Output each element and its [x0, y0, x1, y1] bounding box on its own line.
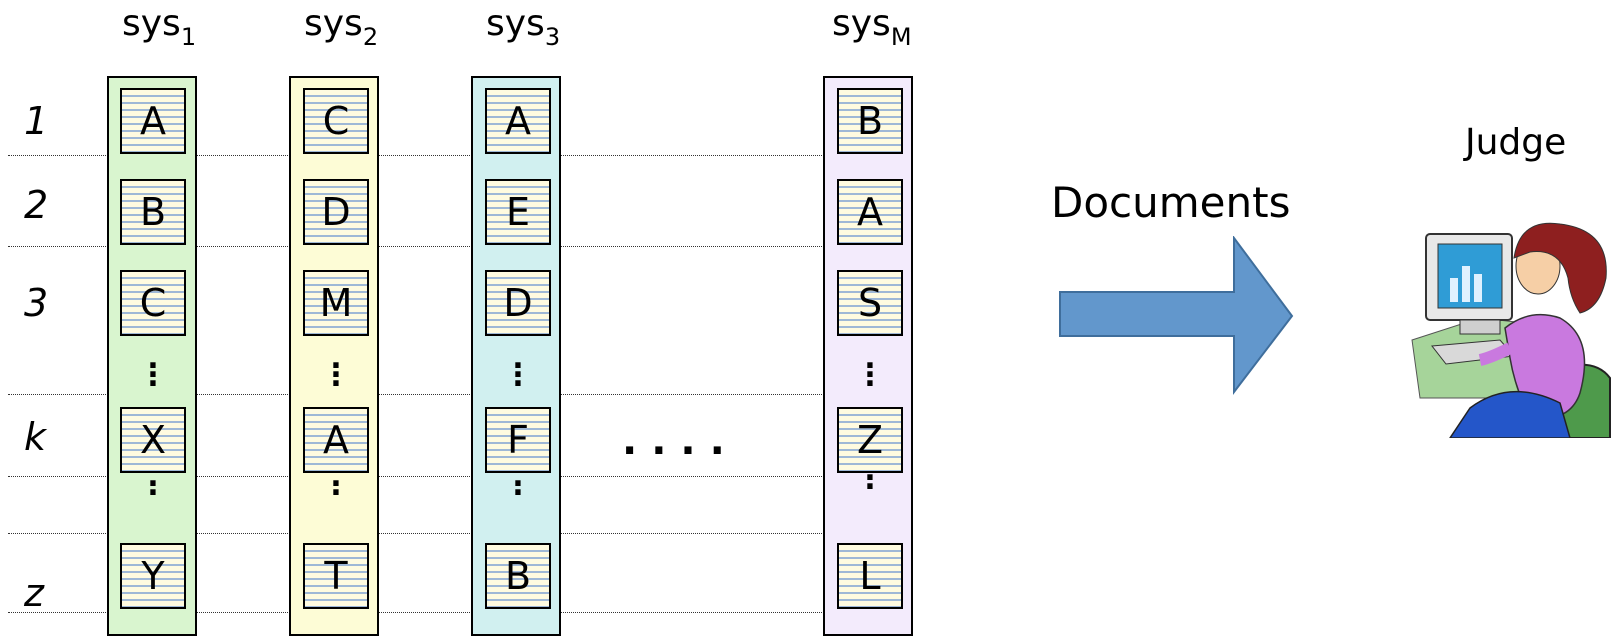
system-subscript: 1: [180, 23, 197, 51]
vertical-ellipsis: ..: [330, 459, 342, 503]
document-box: X: [120, 407, 186, 473]
rank-label-2: 2: [24, 183, 49, 227]
document-box: T: [303, 543, 369, 609]
system-name: sys: [122, 3, 181, 44]
document-box: A: [837, 179, 903, 245]
document-box: D: [303, 179, 369, 245]
row-separator: [8, 155, 830, 156]
judge-at-computer-icon: [1411, 222, 1611, 438]
document-box: S: [837, 270, 903, 336]
vertical-ellipsis: ...: [147, 341, 159, 394]
system-subscript: 2: [362, 23, 379, 51]
system-header-m: sysM: [832, 3, 912, 51]
document-box: F: [485, 407, 551, 473]
vertical-ellipsis: ..: [147, 459, 159, 503]
vertical-ellipsis: ..: [864, 453, 876, 497]
row-separator: [8, 612, 830, 613]
system-column-m: [823, 76, 913, 636]
rank-label-1: 1: [24, 99, 49, 143]
arrow-right-icon: [1059, 236, 1294, 395]
row-separator: [8, 246, 830, 247]
document-box: C: [303, 88, 369, 154]
row-separator: [8, 476, 830, 477]
system-name: sys: [832, 3, 891, 44]
document-box: B: [485, 543, 551, 609]
document-box: E: [485, 179, 551, 245]
system-name: sys: [304, 3, 363, 44]
rank-label-k: k: [24, 415, 47, 459]
system-header-1: sys1: [122, 3, 197, 51]
vertical-ellipsis: ...: [512, 341, 524, 394]
horizontal-ellipsis: ....: [622, 418, 739, 464]
row-separator: [8, 394, 830, 395]
document-box: L: [837, 543, 903, 609]
row-separator: [8, 533, 830, 534]
system-header-3: sys3: [486, 3, 561, 51]
document-box: B: [120, 179, 186, 245]
document-box: D: [485, 270, 551, 336]
document-box: M: [303, 270, 369, 336]
document-box: B: [837, 88, 903, 154]
system-subscript: 3: [544, 23, 561, 51]
document-box: Y: [120, 543, 186, 609]
arrow-label: Documents: [1051, 178, 1291, 227]
system-subscript: M: [890, 23, 912, 51]
system-column-1: [107, 76, 197, 636]
vertical-ellipsis: ...: [864, 341, 876, 394]
system-header-2: sys2: [304, 3, 379, 51]
judge-label: Judge: [1465, 122, 1567, 163]
vertical-ellipsis: ..: [512, 459, 524, 503]
vertical-ellipsis: ...: [330, 341, 342, 394]
document-box: A: [120, 88, 186, 154]
rank-label-3: 3: [24, 281, 49, 325]
document-box: Z: [837, 407, 903, 473]
document-box: A: [485, 88, 551, 154]
document-box: A: [303, 407, 369, 473]
document-box: C: [120, 270, 186, 336]
rank-label-z: z: [24, 571, 44, 615]
system-column-3: [471, 76, 561, 636]
system-name: sys: [486, 3, 545, 44]
